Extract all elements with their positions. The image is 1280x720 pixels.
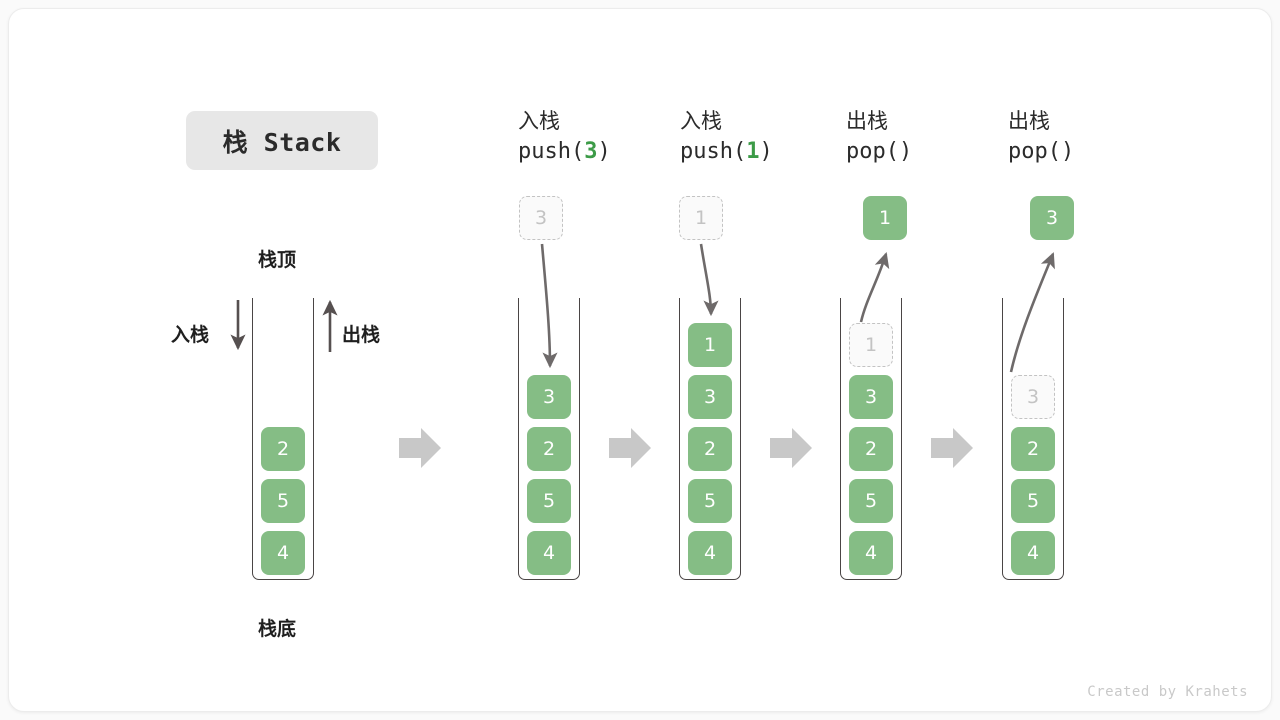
step-4-fn-prefix: pop(: [1008, 139, 1061, 164]
stack-cell: 4: [849, 531, 893, 575]
step-3-fn-prefix: pop(: [846, 139, 899, 164]
stack-bottom-label: 栈底: [258, 619, 297, 640]
stack-slots: 4 5 2 3: [1002, 367, 1064, 575]
stack-cell: 4: [1011, 531, 1055, 575]
stack-cell: 5: [849, 479, 893, 523]
stack-cell: 5: [527, 479, 571, 523]
stack-cell: 3: [1011, 375, 1055, 419]
step-3-label: 出栈 pop(): [846, 106, 986, 168]
stack-container: [1002, 298, 1064, 580]
stack-cell: 2: [688, 427, 732, 471]
step-4-label: 出栈 pop(): [1008, 106, 1148, 168]
stack-cell: 4: [527, 531, 571, 575]
stack-container: [518, 298, 580, 580]
step-1-fn-label: push(3): [518, 136, 658, 168]
step-2-fn-prefix: push(: [680, 139, 747, 164]
stack-cell: 1: [688, 323, 732, 367]
stack-slots: 4 5 2 3 1: [679, 315, 741, 575]
stack-container: [840, 298, 902, 580]
stack-step-1: 4 5 2 3: [518, 298, 580, 580]
stack-container: [252, 298, 314, 580]
push-direction-label: 入栈: [171, 325, 210, 346]
stack-initial: 4 5 2: [252, 298, 314, 580]
stack-step-4: 4 5 2 3: [1002, 298, 1064, 580]
stack-cell: 2: [261, 427, 305, 471]
step-4-cn-label: 出栈: [1008, 109, 1050, 133]
step-1-fn-arg: 3: [584, 139, 598, 164]
footer-credit: Created by Krahets: [1087, 684, 1248, 700]
step-3-cn-label: 出栈: [846, 109, 888, 133]
step-1-fn-suffix: ): [597, 139, 611, 164]
step-2-fn-arg: 1: [746, 139, 760, 164]
stack-cell: 2: [527, 427, 571, 471]
stack-cell: 1: [849, 323, 893, 367]
step-4-floating-cell: 3: [1030, 196, 1074, 240]
step-3-fn-label: pop(): [846, 136, 986, 168]
title-badge: 栈 Stack: [186, 111, 378, 170]
stack-cell: 5: [1011, 479, 1055, 523]
stack-slots: 4 5 2 3 1: [840, 315, 902, 575]
step-4-fn-suffix: ): [1060, 139, 1075, 164]
stack-slots: 4 5 2 3: [518, 367, 580, 575]
stack-cell: 5: [688, 479, 732, 523]
stack-cell: 4: [688, 531, 732, 575]
step-4-fn-label: pop(): [1008, 136, 1148, 168]
stack-step-2: 4 5 2 3 1: [679, 298, 741, 580]
stack-slots: 4 5 2: [252, 419, 314, 575]
pop-direction-label: 出栈: [342, 325, 381, 346]
stack-step-3: 4 5 2 3 1: [840, 298, 902, 580]
stack-cell: 5: [261, 479, 305, 523]
stack-cell: 4: [261, 531, 305, 575]
stack-cell: 3: [849, 375, 893, 419]
stack-cell: 2: [1011, 427, 1055, 471]
stack-top-label: 栈顶: [258, 250, 297, 271]
step-2-fn-label: push(1): [680, 136, 820, 168]
step-3-floating-cell: 1: [863, 196, 907, 240]
step-2-cn-label: 入栈: [680, 109, 722, 133]
stack-cell: 2: [849, 427, 893, 471]
step-1-fn-prefix: push(: [518, 139, 585, 164]
step-1-cn-label: 入栈: [518, 109, 560, 133]
step-2-floating-cell: 1: [679, 196, 723, 240]
step-1-floating-cell: 3: [519, 196, 563, 240]
stack-cell: 3: [688, 375, 732, 419]
stack-cell: 3: [527, 375, 571, 419]
stack-container: [679, 298, 741, 580]
step-2-fn-suffix: ): [759, 139, 773, 164]
step-2-label: 入栈 push(1): [680, 106, 820, 168]
step-3-fn-suffix: ): [898, 139, 913, 164]
step-1-label: 入栈 push(3): [518, 106, 658, 168]
